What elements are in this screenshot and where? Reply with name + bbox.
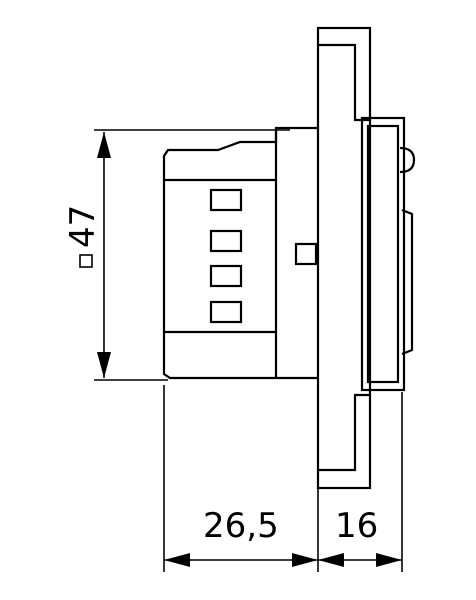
terminal-window xyxy=(209,300,243,324)
terminal-window xyxy=(209,264,243,288)
terminal-window xyxy=(209,229,243,253)
arrow-head-icon xyxy=(97,352,111,378)
arrow-head-icon xyxy=(318,553,344,567)
arrow-head-icon xyxy=(97,132,111,158)
dimension-size: 47 xyxy=(63,129,290,381)
front-cap xyxy=(360,116,416,392)
terminal-window xyxy=(209,188,243,212)
arrow-head-icon xyxy=(164,553,190,567)
arrow-head-icon xyxy=(292,553,318,567)
square-symbol-icon xyxy=(79,254,93,268)
arrow-head-icon xyxy=(376,553,402,567)
dimension-size-label: 47 xyxy=(63,205,103,248)
dimension-depth-label: 26,5 xyxy=(203,506,279,546)
terminal-windows xyxy=(209,188,243,324)
dimension-front-label: 16 xyxy=(335,506,378,546)
module-body xyxy=(162,126,318,380)
dimension-horizontal: 26,5 16 xyxy=(163,385,403,572)
